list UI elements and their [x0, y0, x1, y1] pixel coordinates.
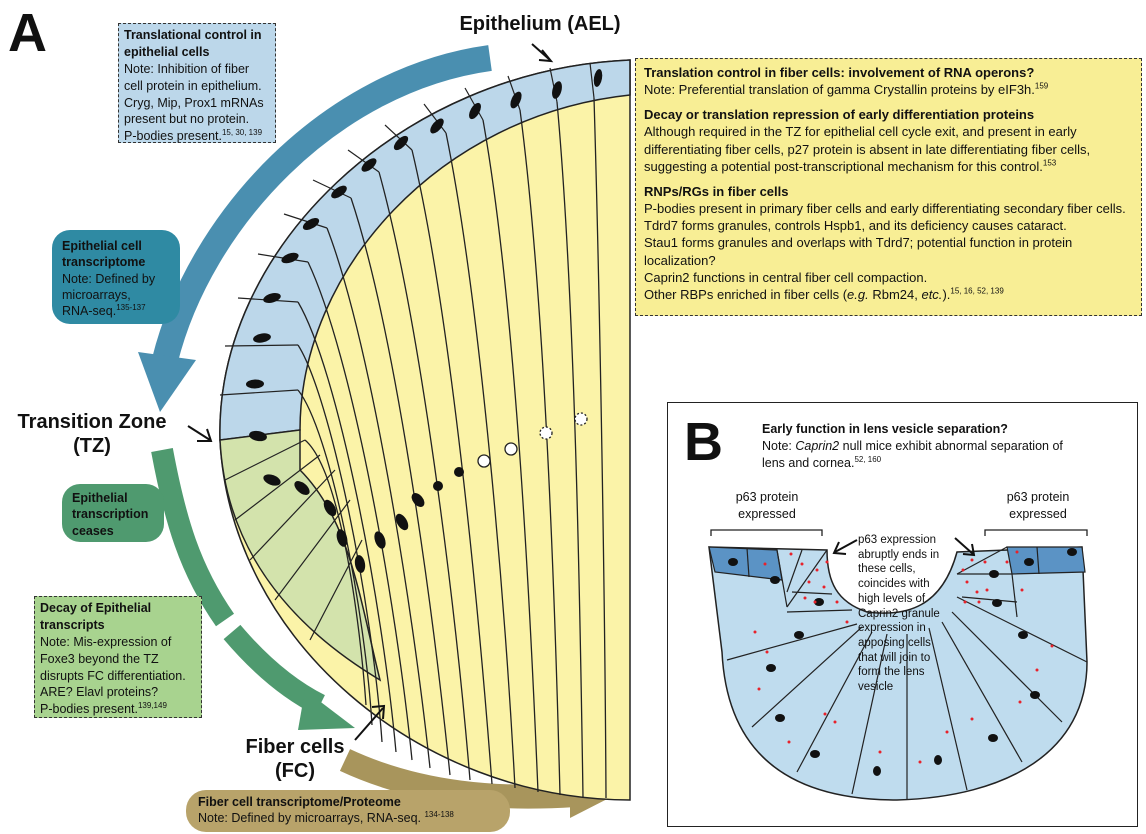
yellow-s3-line-6c: ).	[942, 286, 951, 302]
yellow-s3-line-6-etc: etc.	[921, 286, 943, 302]
transition-zone-label: Transition Zone (TZ)	[2, 410, 182, 458]
center-line: form the lens	[858, 666, 925, 679]
fiber-transcriptome-pill: Fiber cell transcriptome/Proteome Note: …	[186, 790, 510, 832]
center-line: abruptly ends in	[858, 548, 940, 561]
fiber-cells-label: Fiber cells (FC)	[225, 735, 365, 783]
p63-right-line-2: expressed	[1009, 506, 1067, 521]
panel-b-heading: Early function in lens vesicle separatio…	[762, 422, 1008, 436]
epithelial-transcriptome-line-2: microarrays,	[62, 287, 131, 302]
panel-a-letter: A	[8, 3, 47, 63]
epithelium-label: Epithelium (AEL)	[459, 13, 621, 35]
center-line: high levels of	[858, 592, 926, 605]
fiber-cells-label-line-1: Fiber cells	[245, 736, 345, 758]
epithelial-transcriptome-heading-2: transcriptome	[62, 255, 146, 270]
center-line: p63 expression	[858, 534, 936, 546]
yellow-s2-line-2: differentiating fiber cells, p27 protein…	[644, 141, 1091, 157]
translational-control-refs: 15, 30, 139	[221, 128, 263, 138]
lens-body	[219, 59, 631, 801]
p63-right-label: p63 protein expressed	[983, 489, 1093, 523]
panel-b-heading-block: Early function in lens vesicle separatio…	[762, 421, 1132, 472]
yellow-s3-line-1: P-bodies present in primary fiber cells …	[644, 201, 1126, 217]
fiber-transcriptome-refs: 134-138	[424, 810, 454, 820]
panel-b-note-refs: 52, 160	[854, 454, 882, 464]
decay-refs: 139,149	[137, 701, 167, 711]
epithelial-transcriptome-line-1: Note: Defined by	[62, 271, 156, 286]
yellow-s2-line-1: Although required in the TZ for epitheli…	[644, 124, 1077, 140]
translational-control-line-3: Cryg, Mip, Prox1 mRNAs	[124, 95, 264, 110]
decay-line-2: Foxe3 beyond the TZ	[40, 651, 159, 666]
transcription-ceases-line-3: ceases	[72, 523, 114, 538]
panel-b-note-rest: null mice exhibit abnormal separation of	[839, 438, 1063, 453]
center-line: that will join to	[858, 651, 931, 664]
transition-zone-label-line-1: Transition Zone	[17, 411, 167, 433]
yellow-s3-line-5: Caprin2 functions in central fiber cell …	[644, 269, 928, 285]
lens-vesicle-diagram	[708, 529, 1088, 801]
yellow-s3-line-6-eg: e.g.	[847, 286, 869, 302]
p63-center-text: p63 expression abruptly ends in these ce…	[858, 533, 966, 695]
epithelial-transcriptome-pill: Epithelial cell transcriptome Note: Defi…	[52, 230, 180, 324]
epithelial-transcriptome-refs: 135-137	[116, 302, 146, 312]
translational-control-heading-1: Translational control in	[124, 28, 262, 42]
translational-control-line-1: Note: Inhibition of fiber	[124, 61, 250, 76]
transcription-ceases-line-2: transcription	[72, 507, 149, 522]
transition-arrow	[151, 447, 355, 730]
fiber-translation-box: Translation control in fiber cells: invo…	[635, 58, 1142, 316]
decay-line-3: disrupts FC differentiation.	[40, 668, 186, 683]
center-line: coincides with	[858, 578, 930, 591]
fiber-transcriptome-heading: Fiber cell transcriptome/Proteome	[198, 795, 401, 809]
fiber-cells-label-line-2: (FC)	[275, 760, 315, 782]
center-line: apposing cells	[858, 637, 931, 650]
yellow-s2-line-3: suggesting a potential post-transcriptio…	[644, 158, 1043, 174]
pointer-arrows	[187, 43, 554, 741]
decay-heading-2: transcripts	[40, 617, 105, 632]
yellow-s3-line-3: Stau1 forms granules and overlaps with T…	[644, 235, 1073, 251]
yellow-s1-heading: Translation control in fiber cells: invo…	[644, 65, 1035, 80]
center-line: expression in	[858, 622, 926, 635]
panel-b-note-line-2: lens and cornea.	[762, 455, 855, 470]
yellow-s1-refs: 159	[1034, 81, 1049, 91]
panel-b-note-prefix: Note:	[762, 438, 796, 453]
yellow-s2-refs: 153	[1042, 158, 1057, 168]
transition-zone-label-line-2: (TZ)	[73, 435, 111, 457]
decay-transcripts-box: Decay of Epithelial transcripts Note: Mi…	[34, 596, 202, 718]
epithelium-arrow	[138, 45, 492, 412]
epithelial-transcriptome-line-3: RNA-seq.	[62, 304, 117, 318]
yellow-s3-heading: RNPs/RGs in fiber cells	[644, 183, 789, 199]
decay-line-5: P-bodies present.	[40, 702, 138, 717]
yellow-s3-line-6a: Other RBPs enriched in fiber cells (	[644, 286, 848, 302]
p63-left-label: p63 protein expressed	[712, 489, 822, 523]
yellow-s3-line-2: Tdrd7 forms granules, controls Hspb1, an…	[644, 218, 1067, 234]
decay-heading-1: Decay of Epithelial	[40, 601, 152, 615]
p63-left-line-1: p63 protein	[735, 490, 799, 504]
center-line: vesicle	[858, 681, 894, 694]
translational-control-heading-2: epithelial cells	[124, 44, 210, 59]
translational-control-line-5: P-bodies present.	[124, 129, 222, 144]
decay-line-4: ARE? Elavl proteins?	[40, 685, 159, 700]
yellow-s3-refs: 15, 16, 52, 139	[950, 286, 1004, 296]
translational-control-box: Translational control in epithelial cell…	[118, 23, 276, 143]
translational-control-line-4: present but no protein.	[124, 112, 250, 127]
yellow-s3-line-4: localization?	[644, 252, 716, 268]
yellow-s3-line-6b: Rbm24,	[868, 286, 922, 302]
p63-left-line-2: expressed	[738, 506, 796, 521]
panel-b-note-italic: Caprin2	[795, 438, 840, 453]
decay-line-1: Note: Mis-expression of	[40, 634, 172, 649]
center-line: Caprin2 granule	[858, 607, 940, 620]
fiber-transcriptome-line: Note: Defined by microarrays, RNA-seq.	[198, 811, 421, 826]
yellow-s2-heading: Decay or translation repression of early…	[644, 107, 1035, 123]
p63-right-line-1: p63 protein	[1006, 490, 1070, 504]
transcription-ceases-line-1: Epithelial	[72, 491, 128, 505]
epithelial-transcriptome-heading-1: Epithelial cell	[62, 239, 142, 253]
yellow-s1-line: Note: Preferential translation of gamma …	[644, 82, 1035, 98]
transcription-ceases-pill: Epithelial transcription ceases	[62, 484, 164, 542]
center-line: these cells,	[858, 563, 916, 576]
translational-control-line-2: cell protein in epithelium.	[124, 78, 262, 93]
panel-b-letter: B	[684, 412, 723, 472]
